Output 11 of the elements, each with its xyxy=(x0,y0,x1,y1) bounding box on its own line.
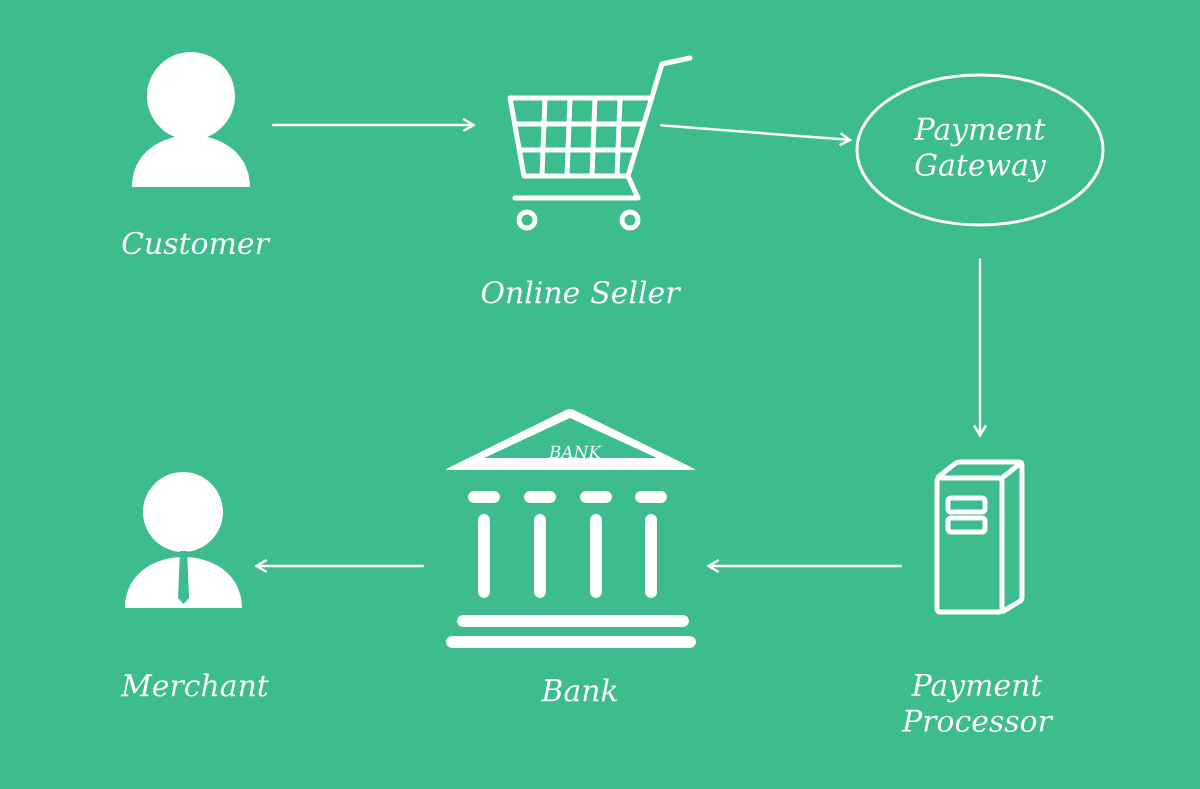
arrow xyxy=(972,258,988,438)
arrow xyxy=(706,558,902,574)
node-label: Payment Processor xyxy=(901,673,1054,733)
node-label: Merchant xyxy=(120,673,269,697)
node-label: Bank xyxy=(541,678,617,702)
arrow xyxy=(272,117,476,133)
arrow xyxy=(660,124,853,147)
arrow xyxy=(254,558,424,574)
node-label: Customer xyxy=(122,231,271,255)
bank-building-drawing: BANK xyxy=(446,409,696,648)
node-label: Online Seller xyxy=(481,280,681,304)
